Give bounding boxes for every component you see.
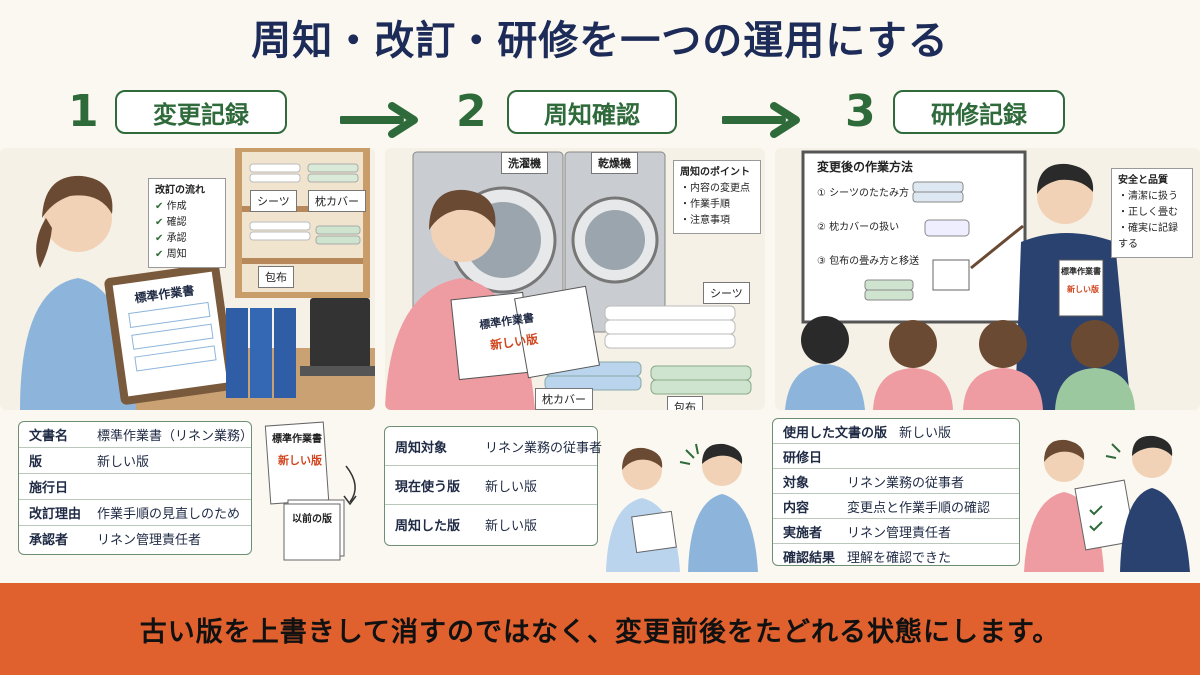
notice-point-item: ・注意事項	[680, 215, 730, 226]
table-row: 版 新しい版	[19, 448, 251, 474]
table-row: 周知対象 リネン業務の従事者	[385, 427, 602, 466]
notice-points-title: 周知のポイント	[680, 167, 750, 178]
scene-training: 変更後の作業方法 ① シーツのたたみ方 ② 枕カバーの扱い ③ 包布の畳み方と移…	[775, 148, 1200, 410]
field-label: 文書名	[29, 429, 69, 444]
field-value: 変更点と作業手順の確認	[847, 500, 991, 516]
field-value: 新しい版	[485, 518, 538, 534]
field-label: 承認者	[29, 533, 69, 548]
field-label: 現在使う版	[395, 479, 461, 495]
step-3-label: 研修記録	[893, 90, 1065, 134]
shelf-label-sheets: シーツ	[250, 190, 297, 212]
field-label: 周知した版	[395, 518, 461, 534]
step-3-number: 3	[845, 86, 876, 137]
shelf-label-duvet: 包布	[258, 266, 294, 288]
revision-flow-title: 改訂の流れ	[155, 185, 205, 196]
field-value: リネン業務の従事者	[485, 440, 603, 456]
new-doc-subtitle: 新しい版	[278, 454, 322, 467]
safety-quality-title: 安全と品質	[1118, 175, 1168, 186]
field-label: 内容	[783, 500, 810, 516]
board-item: ② 枕カバーの扱い	[817, 222, 900, 233]
revision-flow-note: 改訂の流れ ✔ 作成 ✔ 確認 ✔ 承認 ✔ 周知	[148, 178, 226, 268]
check-icon: ✔	[155, 201, 164, 212]
check-icon: ✔	[155, 249, 164, 260]
table-row: 確認結果理解を確認できた	[773, 544, 1019, 568]
table-row: 文書名 標準作業書（リネン業務）	[19, 422, 254, 448]
table-row: 使用した文書の版新しい版	[773, 419, 1019, 444]
linen-label-sheets: シーツ	[703, 282, 750, 304]
scene-notification-check: 標準作業書 新しい版 洗濯機 乾燥機 周知のポイント ・内容の変更点 ・作業手順…	[385, 148, 765, 410]
footer-banner: 古い版を上書きして消すのではなく、変更前後をたどれる状態にします。	[0, 583, 1200, 675]
document-versions-illustration	[264, 421, 357, 561]
table-row: 実施者 リネン管理責任者	[773, 519, 1019, 544]
coworkers-thumbs-up-illustration	[606, 443, 758, 572]
field-value: 新しい版	[97, 455, 150, 470]
page-title: 周知・改訂・研修を一つの運用にする	[251, 18, 949, 64]
step-2-number: 2	[456, 86, 487, 137]
field-value: 標準作業書（リネン業務）	[97, 429, 254, 444]
check-icon: ✔	[155, 217, 164, 228]
trainer-paper-subtitle: 新しい版	[1067, 285, 1099, 294]
field-value: リネン管理責任者	[847, 525, 952, 541]
field-label: 使用した文書の版	[783, 425, 888, 441]
footer-message: 古い版を上書きして消すのではなく、変更前後をたどれる状態にします。	[139, 616, 1061, 648]
safety-item: ・確実に記録する	[1118, 223, 1178, 250]
step-2-label: 周知確認	[507, 90, 677, 134]
revision-flow-item: ✔ 周知	[155, 249, 187, 260]
notice-point-item: ・内容の変更点	[680, 183, 750, 194]
field-label: 確認結果	[783, 550, 836, 566]
old-doc-label: 以前の版	[292, 514, 332, 525]
revision-flow-item: ✔ 承認	[155, 233, 187, 244]
notification-record-table: 周知対象リネン業務の従事者 現在使う版新しい版 周知した版新しい版	[384, 426, 602, 546]
field-label: 実施者	[783, 525, 823, 541]
training-confirmation-illustration	[1024, 435, 1190, 572]
training-record-table: 使用した文書の版新しい版 研修日 対象 リネン業務の従事者 内容 変更点と作業手順の…	[772, 418, 1020, 566]
board-title: 変更後の作業方法	[817, 160, 914, 174]
field-value: 作業手順の見直しのため	[97, 507, 241, 522]
field-label: 版	[29, 455, 43, 470]
shelf-label-pillowcase: 枕カバー	[308, 190, 366, 212]
board-item: ③ 包布の畳み方と移送	[817, 256, 920, 267]
book-subtitle: 新しい版	[489, 331, 539, 353]
field-value: リネン管理責任者	[97, 533, 202, 548]
field-value: 新しい版	[485, 479, 538, 495]
dryer-label: 乾燥機	[591, 152, 638, 174]
table-row: 周知した版 新しい版	[385, 505, 597, 543]
table-row: 施行日	[19, 474, 251, 500]
arrow-right-icon	[722, 102, 800, 138]
safety-quality-note: 安全と品質 ・清潔に扱う ・正しく畳む ・確実に記録する	[1111, 168, 1193, 258]
notice-points-note: 周知のポイント ・内容の変更点 ・作業手順 ・注意事項	[673, 160, 761, 234]
table-row: 内容 変更点と作業手順の確認	[773, 494, 1019, 519]
step-1-label: 変更記録	[115, 90, 287, 134]
board-item: ① シーツのたたみ方	[817, 188, 909, 199]
linen-label-pillowcase: 枕カバー	[535, 388, 593, 410]
table-row: 対象 リネン業務の従事者	[773, 469, 1019, 494]
field-label: 改訂理由	[29, 507, 82, 522]
notice-point-item: ・作業手順	[680, 199, 730, 210]
safety-item: ・清潔に扱う	[1118, 191, 1178, 202]
field-value: 理解を確認できた	[847, 550, 952, 566]
field-label: 対象	[783, 475, 810, 491]
field-value: 新しい版	[899, 425, 952, 441]
table-row: 改訂理由作業手順の見直しのため	[19, 500, 251, 526]
linen-label-duvet: 包布	[667, 396, 703, 410]
field-value: リネン業務の従事者	[847, 475, 965, 491]
safety-item: ・正しく畳む	[1118, 207, 1178, 218]
field-label: 施行日	[29, 481, 69, 496]
field-label: 周知対象	[395, 440, 448, 456]
washer-label: 洗濯機	[501, 152, 548, 174]
arrow-right-icon	[340, 102, 418, 138]
revision-flow-item: ✔ 確認	[155, 217, 187, 228]
field-label: 研修日	[783, 450, 823, 466]
table-row: 承認者 リネン管理責任者	[19, 526, 251, 551]
step-1-number: 1	[68, 86, 99, 137]
check-icon: ✔	[155, 233, 164, 244]
revision-flow-item: ✔ 作成	[155, 201, 187, 212]
table-row: 現在使う版 新しい版	[385, 466, 597, 505]
change-record-table: 文書名 標準作業書（リネン業務） 版 新しい版 施行日 改訂理由作業手順の見直しのた…	[18, 421, 254, 555]
new-doc-title: 標準作業書	[272, 434, 322, 445]
scene-3-illustration	[775, 148, 1200, 410]
scene-document-editing: 標準作業書 改訂の流れ ✔ 作成 ✔ 確認 ✔ 承認 ✔ 周知 シーツ 枕カバー…	[0, 148, 375, 410]
table-row: 研修日	[773, 444, 1019, 469]
trainer-paper-title: 標準作業書	[1061, 267, 1101, 276]
